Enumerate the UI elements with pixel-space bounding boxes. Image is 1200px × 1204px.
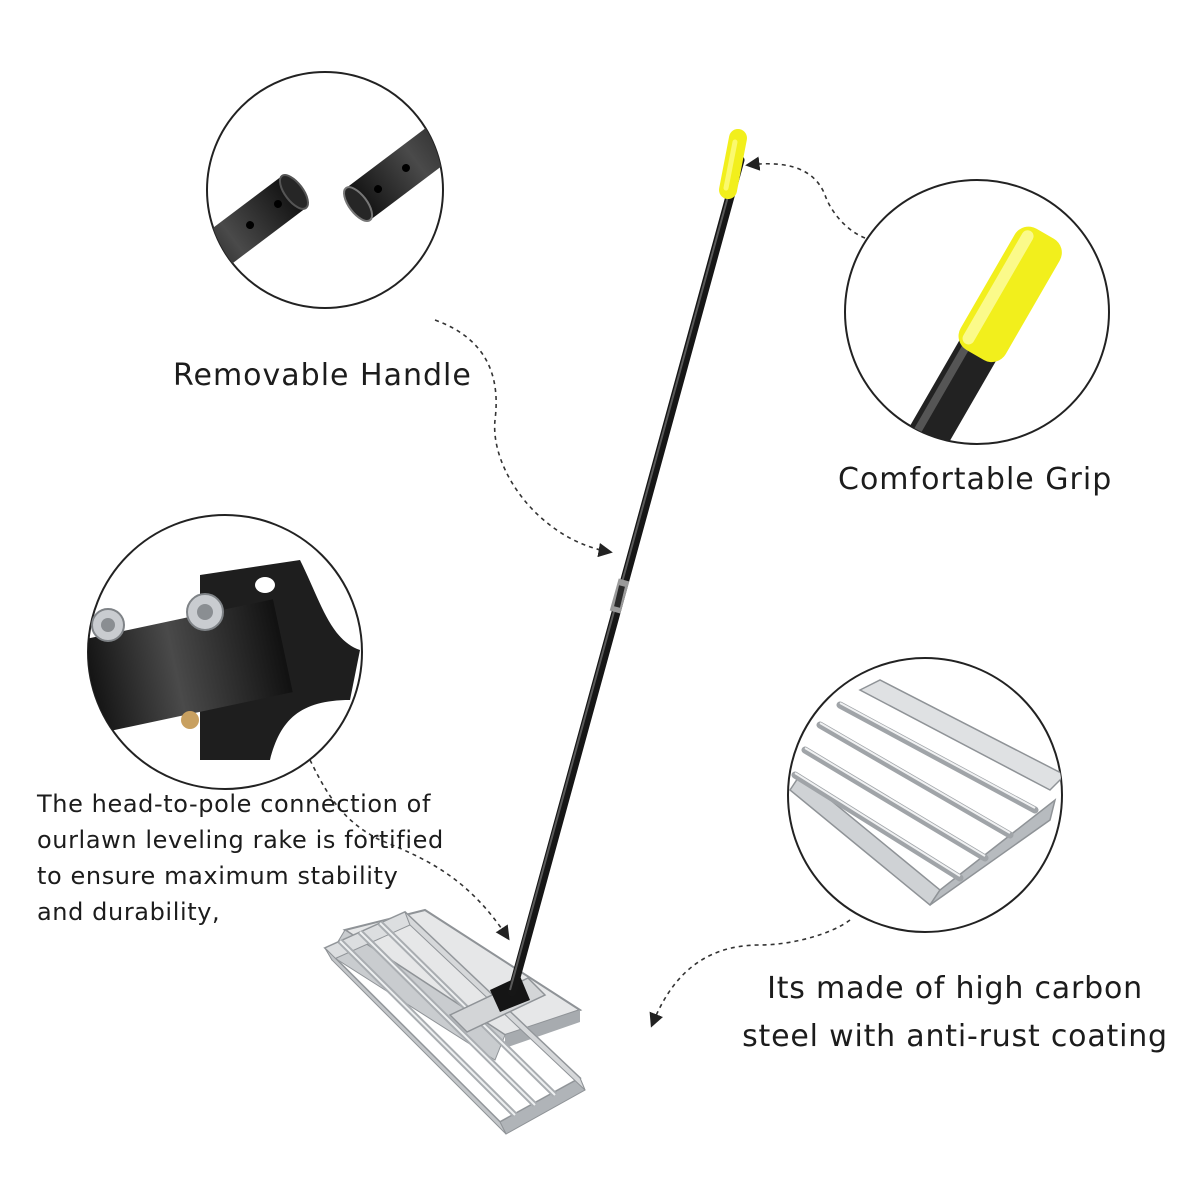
connection-line-2: ourlawn leveling rake is fortified: [37, 826, 444, 854]
rake-pole: [507, 155, 745, 997]
dashed-connectors: [309, 156, 866, 1028]
grip-illustration: [844, 179, 1110, 445]
steel-line-2: steel with anti-rust coating: [742, 1019, 1168, 1054]
steel-description: Its made of high carbon steel with anti-…: [720, 965, 1190, 1061]
connection-line-4: and durability,: [37, 898, 221, 926]
steel-line-1: Its made of high carbon: [767, 971, 1143, 1006]
handle-joint-illustration: [206, 71, 444, 309]
removable-handle-label: Removable Handle: [173, 358, 472, 393]
connection-line-1: The head-to-pole connection of: [37, 790, 432, 818]
connection-description: The head-to-pole connection of ourlawn l…: [37, 786, 444, 930]
rake-head-illustration: [787, 657, 1063, 933]
bracket-bolts-illustration: [87, 514, 363, 790]
rake-grip: [719, 129, 747, 199]
connection-line-3: to ensure maximum stability: [37, 862, 399, 890]
comfortable-grip-label: Comfortable Grip: [838, 462, 1113, 497]
rake-head-detail: [323, 910, 586, 1135]
